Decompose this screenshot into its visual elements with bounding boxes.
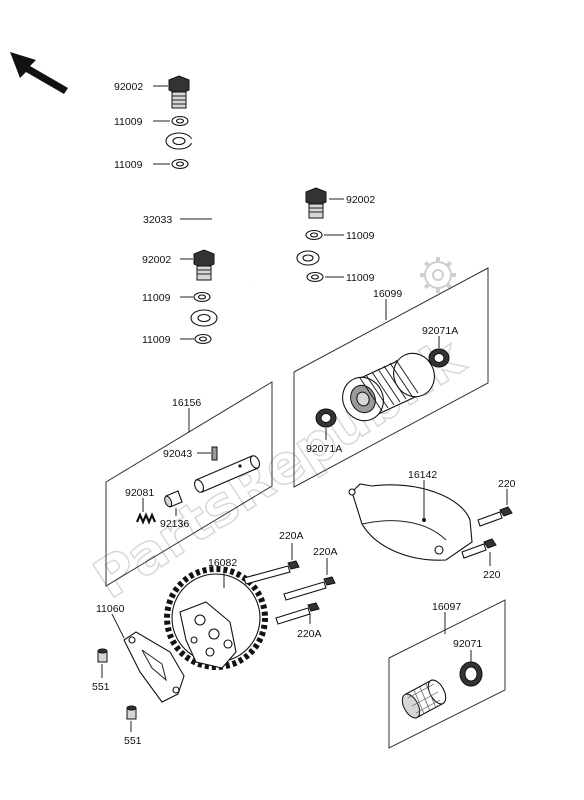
label-92002-right: 92002 <box>346 194 375 206</box>
label-92002-top: 92002 <box>114 81 143 93</box>
label-220a-b: 220A <box>313 546 338 558</box>
dowel-551-a <box>97 648 108 663</box>
watermark-gear-icon <box>420 257 456 293</box>
o-ring-92071 <box>459 661 483 687</box>
leader-lines-top <box>153 85 344 340</box>
label-551-b: 551 <box>124 735 142 747</box>
bolt-220-b <box>461 538 497 559</box>
label-92136: 92136 <box>160 518 189 530</box>
label-16082: 16082 <box>208 557 237 569</box>
banjo-bolt-top <box>168 75 190 109</box>
oil-pipe <box>165 132 320 327</box>
spring-92081 <box>135 512 157 525</box>
label-92071a-top: 92071A <box>422 325 458 337</box>
label-92071a-bottom: 92071A <box>306 443 342 455</box>
pump-cover-16142 <box>348 483 473 561</box>
label-220a-c: 220A <box>297 628 322 640</box>
label-11009-c: 11009 <box>346 230 375 242</box>
label-11009-d: 11009 <box>346 272 375 284</box>
pump-shaft <box>193 455 261 493</box>
label-11009-a: 11009 <box>114 116 143 128</box>
washer-6-hole <box>198 336 208 342</box>
oil-pump-16082 <box>164 566 268 670</box>
collar-92136 <box>164 490 183 508</box>
label-92043: 92043 <box>163 448 192 460</box>
washer-1-hole <box>175 118 185 124</box>
bolt-220a-a <box>243 560 300 585</box>
label-16099: 16099 <box>373 288 402 300</box>
label-92081: 92081 <box>125 487 154 499</box>
filter-kit-box <box>293 267 489 488</box>
bolt-220a-c <box>275 602 320 625</box>
label-92071: 92071 <box>453 638 482 650</box>
oil-filter-element <box>342 352 435 422</box>
washer-5-hole <box>197 294 207 300</box>
label-220a-a: 220A <box>279 530 304 542</box>
washer-2-hole <box>175 161 185 167</box>
strainer-kit-box <box>388 599 506 749</box>
label-16156: 16156 <box>172 397 201 409</box>
o-ring-92071a-bottom <box>315 408 337 428</box>
banjo-bolt-mid <box>193 249 215 281</box>
oil-strainer-16097 <box>401 679 447 719</box>
bolt-220-a <box>477 506 513 527</box>
label-11009-b: 11009 <box>114 159 143 171</box>
label-551-a: 551 <box>92 681 110 693</box>
direction-arrow-icon <box>10 52 68 94</box>
label-11009-f: 11009 <box>142 334 171 346</box>
washer-3-hole <box>309 232 319 238</box>
label-11060: 11060 <box>96 603 125 615</box>
label-11009-e: 11009 <box>142 292 171 304</box>
label-220-a: 220 <box>498 478 516 490</box>
pump-plate-11060 <box>123 631 185 703</box>
bolt-220a-b <box>283 576 336 601</box>
washer-4-hole <box>310 274 320 280</box>
label-220-b: 220 <box>483 569 501 581</box>
banjo-bolt-right <box>305 187 327 219</box>
dowel-551-b <box>126 705 137 720</box>
pin-92043 <box>211 446 218 461</box>
label-16142: 16142 <box>408 469 437 481</box>
shaft-kit-box <box>105 381 273 587</box>
label-32033: 32033 <box>143 214 172 226</box>
o-ring-92071a-top <box>428 348 450 368</box>
label-92002-mid: 92002 <box>142 254 171 266</box>
label-16097: 16097 <box>432 601 461 613</box>
